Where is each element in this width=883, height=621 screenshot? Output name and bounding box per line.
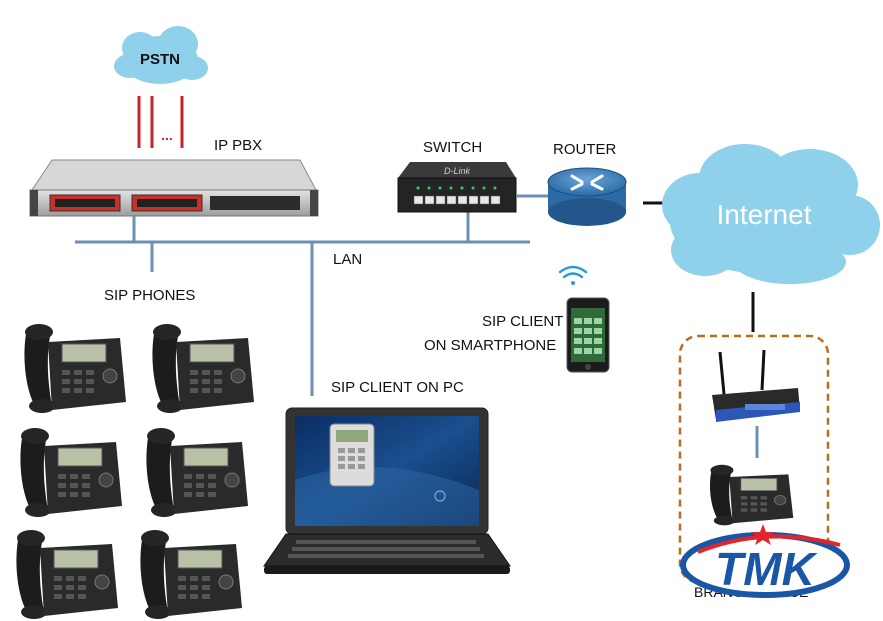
sip-client-smartphone-label-1: SIP CLIENT — [482, 313, 563, 330]
branch-sip-phone — [709, 464, 794, 526]
smartphone — [566, 297, 610, 373]
sip-phone — [23, 323, 127, 414]
sip-phone — [139, 529, 243, 620]
pstn-cloud: PSTN — [114, 26, 208, 84]
sip-client-pc-label: SIP CLIENT ON PC — [331, 379, 464, 396]
trunk-dots: ... — [161, 127, 173, 143]
router-label: ROUTER — [553, 141, 617, 158]
sip-phones-group — [15, 323, 255, 620]
tmk-logo: TMK — [680, 524, 850, 598]
switch-brand-text: D-Link — [444, 166, 471, 176]
router — [547, 167, 627, 226]
pstn-label: PSTN — [140, 51, 180, 68]
pstn-trunk-lines — [137, 96, 184, 148]
wireless-router — [712, 349, 800, 422]
sip-phone — [145, 427, 249, 518]
switch-label: SWITCH — [423, 139, 482, 156]
tmk-logo-text: TMK — [715, 543, 817, 595]
ip-pbx-server — [29, 159, 319, 217]
ip-pbx-label: IP PBX — [214, 137, 262, 154]
internet-label: Internet — [717, 199, 812, 230]
internet-cloud — [662, 144, 880, 284]
sip-client-smartphone-label-2: ON SMARTPHONE — [424, 337, 556, 354]
sip-phone — [15, 529, 119, 620]
sip-phone — [151, 323, 255, 414]
sip-phone — [19, 427, 123, 518]
wifi-icon — [558, 265, 588, 285]
network-switch: D-Link — [397, 162, 517, 213]
softphone-app-window — [329, 423, 375, 487]
star-icon — [751, 524, 775, 545]
lan-label: LAN — [333, 251, 362, 268]
sip-phones-label: SIP PHONES — [104, 287, 195, 304]
lan-lines — [75, 212, 530, 396]
laptop — [263, 407, 511, 574]
